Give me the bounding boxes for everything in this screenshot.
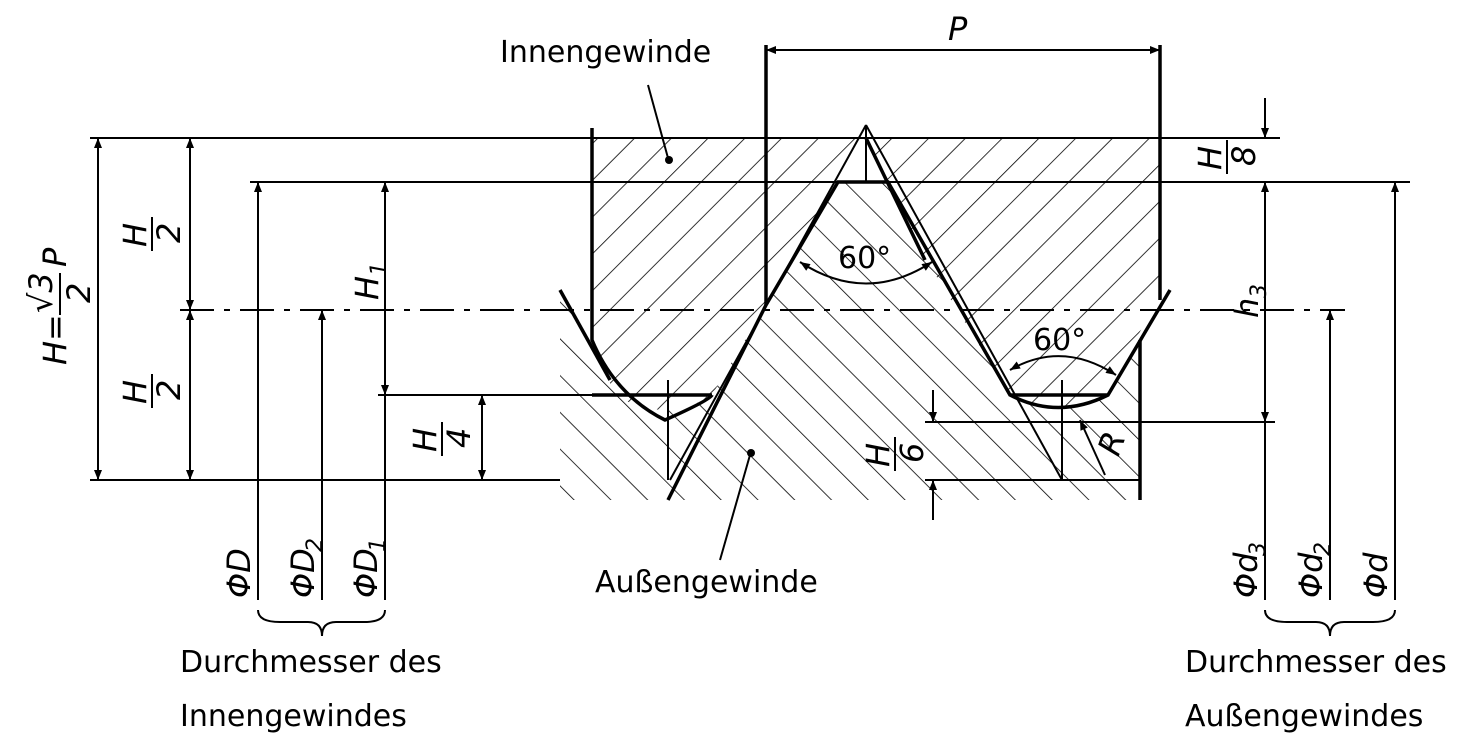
caption-left-line2: Innengewindes: [180, 699, 407, 734]
h-half-top-label: H 2: [116, 217, 188, 251]
external-thread-label: Außengewinde: [595, 565, 818, 600]
h-formula-sqrt: √3: [22, 272, 60, 313]
dimension-lines: [94, 46, 1399, 600]
h-formula-lhs: H=: [36, 314, 74, 365]
dia-D2-label: ΦD 2: [284, 538, 328, 598]
svg-text:Φd: Φd: [1227, 552, 1265, 598]
dia-d3-label: Φd 3: [1227, 542, 1271, 598]
h-sixth-label: H 6: [859, 437, 931, 471]
svg-text:2: 2: [150, 380, 188, 400]
svg-text:H: H: [859, 443, 897, 467]
svg-text:H: H: [116, 223, 154, 247]
svg-text:H: H: [406, 428, 444, 452]
svg-text:h: h: [1228, 298, 1266, 318]
dia-d2-label: Φd 2: [1292, 542, 1336, 598]
h3-label: h 3: [1228, 284, 1272, 318]
thread-outline: [558, 45, 1172, 501]
internal-thread-section: [592, 138, 1160, 410]
svg-text:4: 4: [440, 428, 478, 448]
svg-text:H: H: [348, 276, 386, 300]
svg-text:6: 6: [893, 443, 931, 463]
svg-text:ΦD: ΦD: [284, 548, 322, 598]
h1-label: H 1: [348, 262, 392, 300]
svg-text:2: 2: [150, 223, 188, 243]
angle-right-label: 60°: [1033, 323, 1086, 358]
svg-text:H: H: [1191, 146, 1229, 170]
caption-right-line1: Durchmesser des: [1185, 645, 1447, 680]
svg-text:H: H: [116, 380, 154, 404]
svg-text:1: 1: [366, 538, 391, 552]
svg-text:ΦD: ΦD: [220, 548, 258, 598]
h-formula-den: 2: [60, 283, 98, 303]
caption-left-line1: Durchmesser des: [180, 645, 442, 680]
svg-text:2: 2: [303, 538, 328, 552]
h-quarter-label: H 4: [406, 422, 478, 456]
angle-top-label: 60°: [838, 241, 891, 276]
svg-text:3: 3: [1247, 284, 1272, 298]
h-formula: H= √3 2 P: [22, 247, 98, 365]
svg-text:Φd: Φd: [1292, 552, 1330, 598]
braces: [257, 609, 1396, 637]
construction-lines: [667, 124, 1063, 481]
angle-arcs: [799, 261, 1117, 376]
svg-text:Φd: Φd: [1357, 552, 1395, 598]
caption-right-line2: Außengewindes: [1185, 699, 1423, 734]
svg-text:2: 2: [1311, 542, 1336, 556]
dia-D1-label: ΦD 1: [347, 538, 391, 598]
svg-text:ΦD: ΦD: [347, 548, 385, 598]
h-eighth-label: H 8: [1191, 140, 1263, 174]
svg-text:1: 1: [367, 262, 392, 276]
pitch-label: P: [948, 10, 968, 48]
external-thread-section: [560, 182, 1140, 500]
leader-lines: [647, 84, 1106, 561]
h-formula-p: P: [36, 247, 74, 267]
svg-text:8: 8: [1225, 146, 1263, 166]
h-half-bottom-label: H 2: [116, 374, 188, 408]
dia-D-label: ΦD: [220, 548, 258, 598]
internal-thread-label: Innengewinde: [500, 35, 711, 70]
dia-d-label: Φd: [1357, 552, 1395, 598]
svg-text:3: 3: [1246, 542, 1271, 556]
